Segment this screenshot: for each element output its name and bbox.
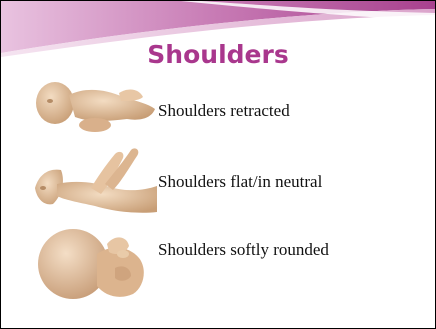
list-item: Shoulders softly rounded xyxy=(35,224,425,304)
infant-curled-illustration xyxy=(35,224,157,304)
item-label: Shoulders retracted xyxy=(158,101,290,121)
slide-title: Shoulders xyxy=(1,39,435,71)
infant-supine-illustration xyxy=(35,73,157,143)
item-label: Shoulders flat/in neutral xyxy=(158,172,322,192)
list-item: Shoulders retracted xyxy=(35,73,425,143)
item-label: Shoulders softly rounded xyxy=(158,240,329,260)
infant-arms-raised-illustration xyxy=(35,144,157,218)
list-item: Shoulders flat/in neutral xyxy=(35,144,425,218)
